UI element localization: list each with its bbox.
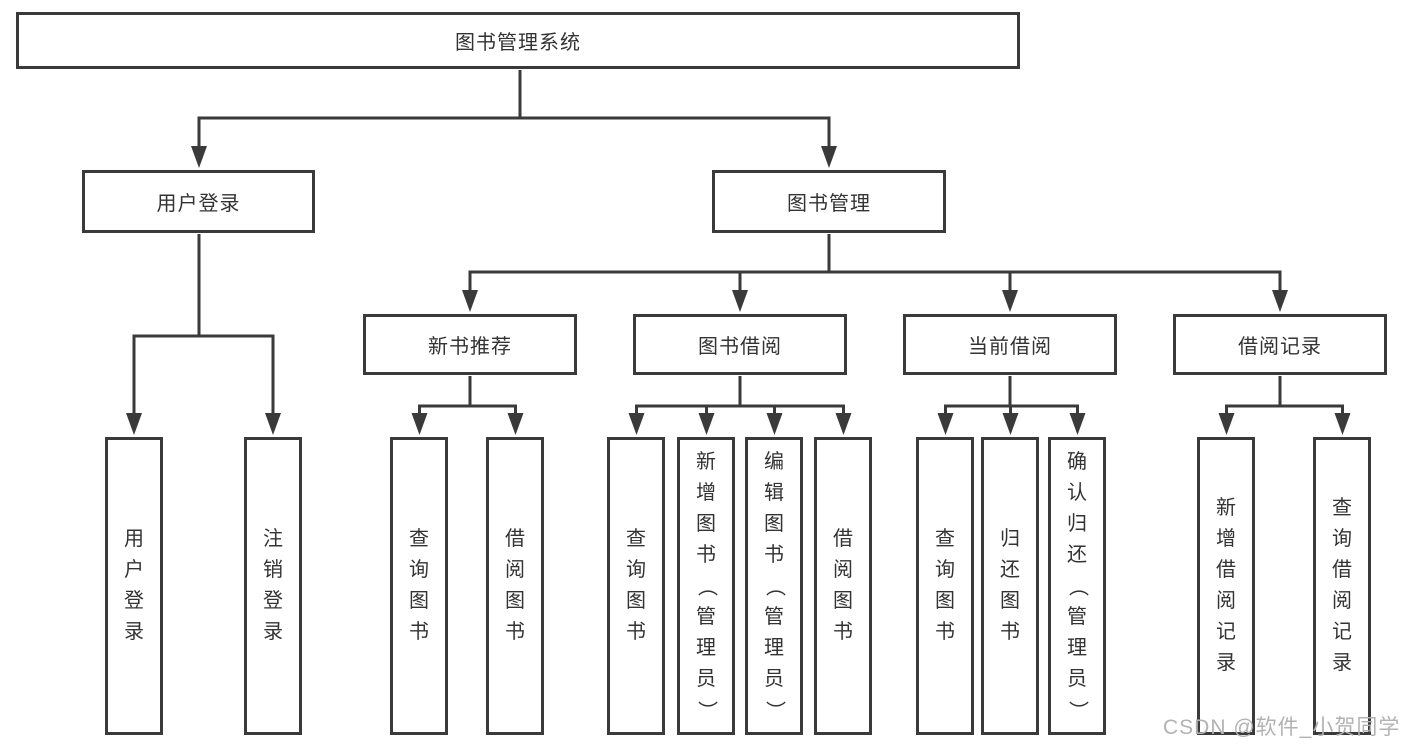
leaf-borrow-books-borrowing: 借阅图书 <box>814 437 872 735</box>
leaf-query-books-current: 查询图书 <box>916 437 974 735</box>
node-book-borrowing: 图书借阅 <box>633 314 847 375</box>
node-user-login: 用户登录 <box>82 170 315 233</box>
node-book-management: 图书管理 <box>712 170 946 233</box>
watermark-text: CSDN @软件_小贺同学 <box>1163 716 1401 739</box>
leaf-user-login: 用户登录 <box>105 437 163 735</box>
leaf-query-books-recommend: 查询图书 <box>390 437 448 735</box>
leaf-confirm-return-admin: 确认归还（管理员） <box>1048 437 1106 735</box>
leaf-edit-books-admin: 编辑图书（管理员） <box>745 437 803 735</box>
node-root: 图书管理系统 <box>16 12 1020 69</box>
leaf-query-books-borrowing: 查询图书 <box>607 437 665 735</box>
leaf-return-books: 归还图书 <box>981 437 1039 735</box>
node-borrowing-records: 借阅记录 <box>1173 314 1387 375</box>
leaf-query-borrow-record: 查询借阅记录 <box>1313 437 1371 735</box>
leaf-add-books-admin: 新增图书（管理员） <box>677 437 735 735</box>
leaf-borrow-books-recommend: 借阅图书 <box>486 437 544 735</box>
arrowheads <box>126 146 1351 435</box>
node-current-borrowing: 当前借阅 <box>903 314 1117 375</box>
leaf-logout: 注销登录 <box>244 437 302 735</box>
leaf-add-borrow-record: 新增借阅记录 <box>1197 437 1255 735</box>
node-new-book-recommend: 新书推荐 <box>363 314 577 375</box>
